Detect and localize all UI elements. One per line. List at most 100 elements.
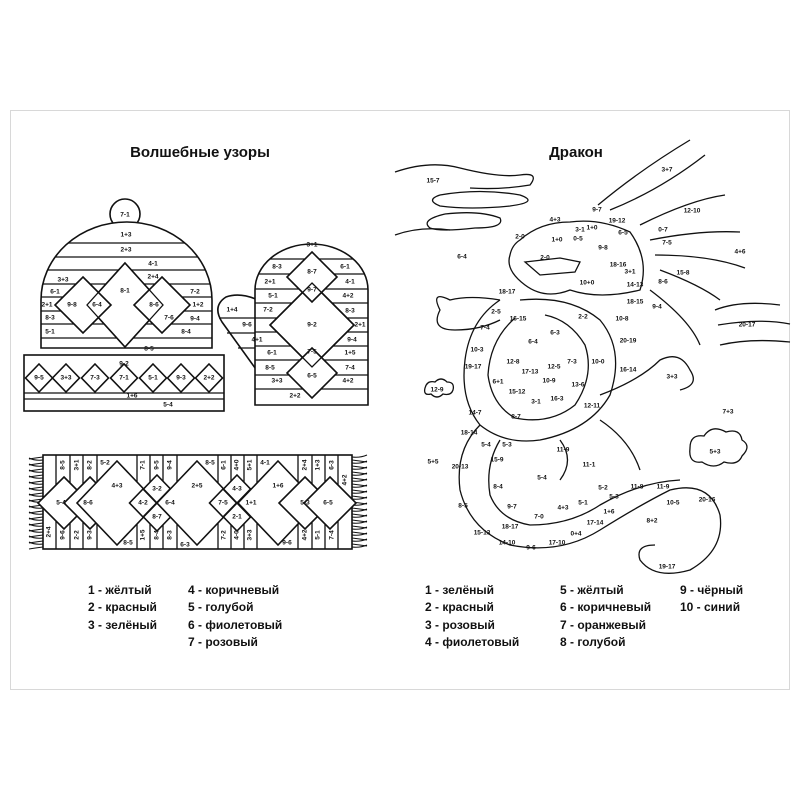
- legend-item: 6 - фиолетовый: [188, 617, 283, 632]
- band-diamond: [194, 362, 224, 394]
- scarf-region-number: 3-2: [152, 486, 162, 493]
- hat-region-number: 9-8: [67, 302, 77, 309]
- scarf-region-number: 8-2: [87, 460, 94, 470]
- scarf-region-number: 4+3: [111, 483, 122, 490]
- scarf-region-number: 6-1: [221, 460, 228, 470]
- hat-region-number: 1+3: [120, 232, 131, 239]
- scarf-region-number: 1+1: [245, 500, 256, 507]
- dragon-region-number: 12-11: [584, 403, 601, 410]
- dragon-region-number: 9-4: [652, 304, 662, 311]
- cloud-right: [689, 428, 748, 467]
- mitten-region-number: 2+2: [289, 393, 300, 400]
- legend-item: 5 - жёлтый: [560, 583, 624, 597]
- dragon-region-number: 15-13: [474, 530, 491, 537]
- scarf-region-number: 7-1: [140, 460, 147, 470]
- hat-region-number: 6-1: [50, 289, 60, 296]
- dragon-region-number: 8-7: [511, 414, 521, 421]
- legend-item: 3 - зелёный: [88, 617, 157, 632]
- dragon-region-number: 10+0: [580, 280, 595, 287]
- hat-region-number: 8-3: [45, 315, 55, 322]
- scarf-region-number: 6-3: [180, 542, 190, 549]
- dragon-region-number: 1+0: [551, 237, 562, 244]
- hat-region-number: 1+6: [126, 393, 137, 400]
- dragon-region-number: 1+0: [586, 225, 597, 232]
- hat-region-number: 8-1: [120, 288, 130, 295]
- scarf-region-number: 4-2: [138, 500, 148, 507]
- legend-item: 3 - розовый: [425, 617, 495, 632]
- dragon-region-number: 6-4: [457, 254, 467, 261]
- hat-region-number: 2+2: [203, 375, 214, 382]
- scarf-region-number: 9-3: [87, 530, 94, 540]
- dragon-body: [436, 139, 746, 574]
- scarf-region-number: 7-5: [218, 500, 228, 507]
- dragon-region-number: 12-9: [430, 387, 443, 394]
- clouds: [394, 164, 791, 467]
- scarf-region-number: 8-5: [123, 540, 133, 547]
- band-diamond: [109, 362, 139, 394]
- mitten-region-number: 2+1: [264, 279, 275, 286]
- mitten-region-number: 9-6: [242, 322, 252, 329]
- scarf-region-number: 8-3: [167, 530, 174, 540]
- dragon-region-number: 5-4: [537, 475, 547, 482]
- hat-region-number: 8-6: [149, 302, 159, 309]
- dragon-region-number: 20-17: [739, 322, 756, 329]
- dragon-drawing: [394, 139, 791, 574]
- scarf-region-number: 5+1: [247, 459, 254, 470]
- dragon-region-number: 19-17: [465, 364, 482, 371]
- dragon-region-number: 20-19: [620, 338, 637, 345]
- scarf-region-number: 5-1: [315, 530, 322, 540]
- hat-region-number: 8-5: [144, 346, 154, 353]
- dragon-region-number: 9-7: [592, 207, 602, 214]
- scarf-region-number: 2-2: [74, 530, 81, 540]
- mitten-region-number: 4+1: [251, 337, 262, 344]
- hat-region-number: 2+4: [147, 274, 158, 281]
- dragon-region-number: 5-3: [502, 442, 512, 449]
- dragon-region-number: 1+6: [603, 509, 614, 516]
- scarf-region-number: 5-4: [56, 500, 66, 507]
- hat-drawing: [23, 198, 225, 412]
- scarf-region-number: 4-0: [234, 530, 241, 540]
- dragon-region-number: 8-5: [458, 503, 468, 510]
- legend-item: 7 - розовый: [188, 634, 258, 649]
- hat-region-number: 5-1: [45, 329, 55, 336]
- hat-region-number: 8-4: [181, 329, 191, 336]
- scarf-region-number: 4+2: [302, 529, 309, 540]
- dragon-region-number: 13-6: [571, 382, 584, 389]
- scarf-region-number: 3+1: [74, 459, 81, 470]
- scarf-region-number: 8-6: [83, 500, 93, 507]
- left-legend: 1 - жёлтый 2 - красный 3 - зелёный: [88, 582, 157, 634]
- dragon-region-number: 10-8: [615, 316, 628, 323]
- right-legend: 1 - зелёный 2 - красный 3 - розовый 4 - …: [425, 582, 519, 651]
- scarf-region-number: 2+4: [46, 526, 53, 537]
- legend-item: 2 - красный: [425, 600, 494, 615]
- mitten-region-number: 9-4: [347, 337, 357, 344]
- dragon-region-number: 18-16: [610, 262, 627, 269]
- dragon-region-number: 0+4: [570, 531, 581, 538]
- dragon-region-number: 5-1: [578, 500, 588, 507]
- scarf-region-number: 4-3: [232, 486, 242, 493]
- mitten-drawing: [217, 243, 369, 406]
- dragon-region-number: 6-4: [528, 339, 538, 346]
- dragon-region-number: 5-4: [481, 442, 491, 449]
- dragon-region-number: 4+3: [549, 217, 560, 224]
- cloud-small: [423, 378, 455, 398]
- dragon-region-number: 3+1: [624, 269, 635, 276]
- dragon-region-number: 10-5: [666, 500, 679, 507]
- hat-region-number: 2+3: [120, 247, 131, 254]
- scarf-region-number: 9-6: [60, 530, 67, 540]
- hat-region-number: 7-1: [119, 375, 129, 382]
- dragon-head: [508, 220, 644, 296]
- right-legend-col2: 5 - жёлтый 6 - коричневый 7 - оранжевый …: [560, 582, 651, 651]
- mitten-region-number: 3+3: [271, 378, 282, 385]
- dragon-region-number: 0-7: [658, 227, 668, 234]
- dragon-region-number: 9-8: [598, 245, 608, 252]
- legend-item: 9 - чёрный: [680, 583, 744, 597]
- dragon-region-number: 3+3: [666, 374, 677, 381]
- scarf-region-number: 4+2: [342, 474, 349, 485]
- dragon-region-number: 14-10: [499, 540, 516, 547]
- mitten-region-number: 3+1: [306, 242, 317, 249]
- legend-item: 4 - коричневый: [188, 583, 280, 597]
- dragon-region-number: 17-14: [587, 520, 604, 527]
- dragon-region-number: 7+3: [722, 409, 733, 416]
- legend-item: 5 - голубой: [188, 600, 254, 615]
